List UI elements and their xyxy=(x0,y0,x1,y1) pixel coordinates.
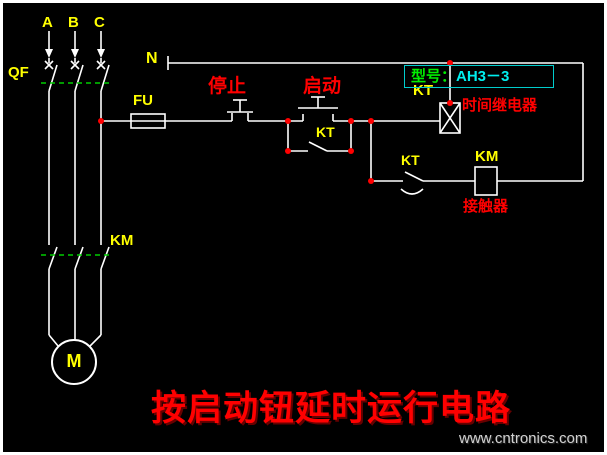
neutral-line xyxy=(167,56,583,70)
motor-label: M xyxy=(66,351,82,371)
fuse-icon xyxy=(130,113,166,129)
km-coil-label: KM xyxy=(475,148,499,165)
start-button-icon xyxy=(298,96,338,121)
time-relay-caption: 时间继电器 xyxy=(462,97,538,114)
kt-coil-label: KT xyxy=(413,82,433,99)
start-button-label: 启动 xyxy=(303,76,342,97)
phase-a-label: A xyxy=(42,14,53,31)
km-coil-icon xyxy=(474,166,498,196)
model-label: 型号： xyxy=(411,68,457,85)
watermark: www.cntronics.com xyxy=(459,430,588,447)
stop-button-icon xyxy=(227,99,253,121)
phase-c-label: C xyxy=(94,14,105,31)
phase-arrowheads-icon xyxy=(45,49,105,58)
qf-breaker-icon xyxy=(44,58,110,245)
stop-button-label: 停止 xyxy=(208,76,247,97)
km-main-contacts-icon xyxy=(48,246,110,347)
phase-b-label: B xyxy=(68,14,79,31)
fuse-label: FU xyxy=(133,92,153,109)
motor-icon xyxy=(51,339,97,385)
control-wires xyxy=(101,63,584,182)
junction-dots xyxy=(98,60,453,184)
km-main-label: KM xyxy=(110,232,134,249)
circuit-diagram xyxy=(41,31,584,385)
diagram-title: 按启动钮延时运行电路 xyxy=(151,389,512,428)
kt-timed-contact-icon xyxy=(400,171,424,195)
model-value: AH3－3 xyxy=(456,68,510,85)
kt-aux-label: KT xyxy=(316,124,335,140)
kt-coil-icon xyxy=(439,102,461,134)
breaker-label: QF xyxy=(8,64,29,81)
neutral-label: N xyxy=(146,50,158,67)
phase-arrows-icon xyxy=(48,31,102,49)
kt-aux-contact-icon xyxy=(308,141,328,152)
kt-timed-label: KT xyxy=(401,152,420,168)
contactor-caption: 接触器 xyxy=(463,198,509,215)
model-box: 型号： AH3－3 xyxy=(404,65,554,88)
